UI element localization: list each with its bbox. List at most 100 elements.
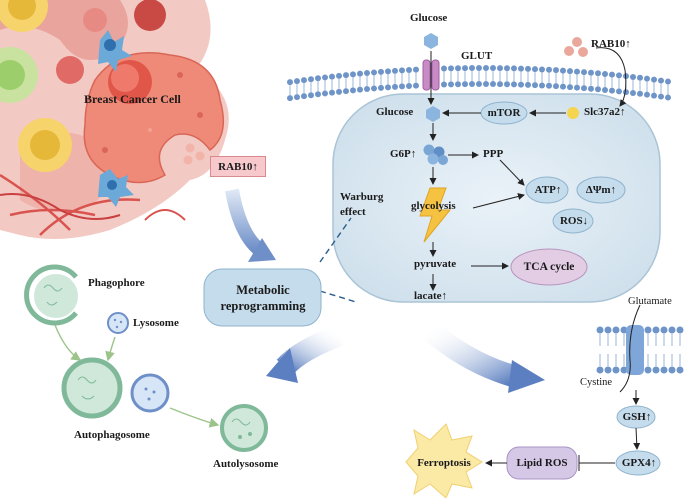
lipid-head — [448, 81, 454, 88]
tumor-cells — [0, 0, 186, 221]
lipid-head — [651, 76, 657, 83]
lipid-head — [546, 66, 552, 73]
warburg-line2: effect — [340, 206, 366, 218]
ppp-label: PPP — [483, 148, 504, 160]
lipid-head — [343, 88, 349, 95]
lipid-head — [644, 326, 652, 334]
lipid-head — [455, 81, 461, 88]
lipid-head — [469, 81, 475, 88]
lipid-head — [652, 326, 660, 334]
arrow-to-ferroptosis — [422, 321, 523, 389]
lipid-head — [497, 81, 503, 88]
rab10-to-metabolic-arrow — [225, 188, 265, 256]
lipid-head — [623, 89, 629, 96]
autophagosome-label: Autophagosome — [74, 429, 150, 441]
lipid-head — [644, 91, 650, 98]
lipid-head — [595, 86, 601, 93]
lipid-head — [553, 83, 559, 90]
lipid-head — [532, 82, 538, 89]
lipid-head — [329, 89, 335, 96]
lipid-head — [581, 69, 587, 76]
lipid-head — [660, 366, 668, 374]
lipid-head — [595, 70, 601, 77]
lipid-head — [658, 77, 664, 84]
lipid-head — [357, 86, 363, 93]
ferroptosis-arrows — [485, 390, 641, 471]
glutamate-cystine-exchange — [619, 304, 641, 393]
lipid-head — [581, 85, 587, 92]
lipid-head — [660, 326, 668, 334]
lipid-head — [602, 86, 608, 93]
lipid-head — [364, 70, 370, 77]
pathway-arrows — [427, 47, 627, 291]
rab10-top-label: RAB10↑ — [591, 38, 631, 50]
arrow-to-autophagy — [276, 324, 344, 375]
membrane-potential-label: ΔΨm↑ — [585, 184, 617, 196]
lipid-head — [392, 67, 398, 74]
lipid-head — [497, 65, 503, 72]
system-xc-transporter — [626, 325, 644, 375]
lipid-head — [294, 94, 300, 101]
lipid-head — [651, 92, 657, 99]
lipid-head — [462, 81, 468, 88]
lipid-head — [604, 326, 612, 334]
lipid-head — [637, 90, 643, 97]
lipid-head — [413, 66, 419, 73]
lipid-head — [315, 91, 321, 98]
lipid-head — [322, 74, 328, 81]
glucose-outside-label: Glucose — [410, 12, 448, 24]
lipid-head — [604, 366, 612, 374]
lipid-head — [357, 70, 363, 77]
lipid-head — [301, 93, 307, 100]
lipid-head — [676, 366, 684, 374]
slc37a2-dot — [567, 107, 579, 119]
lipid-head — [676, 326, 684, 334]
breast-cancer-cell-label: Breast Cancer Cell — [84, 92, 181, 106]
cystine-label: Cystine — [580, 377, 613, 388]
autophagy-graphics — [24, 264, 268, 452]
lipid-head — [490, 81, 496, 88]
lipid-head — [413, 82, 419, 89]
lipid-head — [406, 83, 412, 90]
lipid-head — [378, 84, 384, 91]
lipid-head — [668, 326, 676, 334]
lipid-head — [315, 75, 321, 82]
lipid-head — [616, 88, 622, 95]
lipid-head — [652, 366, 660, 374]
lipid-head — [476, 81, 482, 88]
rab10-vesicles-top — [564, 37, 588, 57]
lipid-head — [350, 87, 356, 94]
lipid-head — [448, 65, 454, 72]
lipid-head — [574, 84, 580, 91]
zoom-lines — [319, 217, 357, 303]
lipid-head — [602, 70, 608, 77]
rab10-box: RAB10↑ — [210, 156, 266, 177]
lipid-head — [560, 83, 566, 90]
lipid-head — [350, 71, 356, 78]
lipid-head — [308, 92, 314, 99]
lysosome-label: Lysosome — [133, 317, 179, 329]
lipid-head — [553, 67, 559, 74]
lipid-head — [392, 83, 398, 90]
pyruvate-label: pyruvate — [414, 258, 457, 270]
glut-transporter — [422, 59, 440, 91]
lipid-head — [539, 66, 545, 73]
breast-cancer-cell — [83, 52, 225, 184]
lipid-head — [644, 75, 650, 82]
lipid-head — [490, 65, 496, 72]
lipid-head — [560, 67, 566, 74]
lipid-head — [644, 366, 652, 374]
lipid-head — [385, 84, 391, 91]
lipid-head — [518, 81, 524, 88]
lipid-ros-label: Lipid ROS — [516, 457, 568, 469]
lipid-head — [385, 68, 391, 75]
glutamate-label: Glutamate — [628, 296, 672, 307]
glycolysis-lightning — [419, 187, 452, 243]
lipid-head — [658, 93, 664, 100]
metabolic-reprogramming-label: Metabolic reprogramming — [206, 272, 320, 324]
lipid-head — [546, 82, 552, 89]
lipid-head — [525, 81, 531, 88]
ferroptosis-nodes — [405, 405, 661, 498]
lipid-head — [287, 79, 293, 86]
